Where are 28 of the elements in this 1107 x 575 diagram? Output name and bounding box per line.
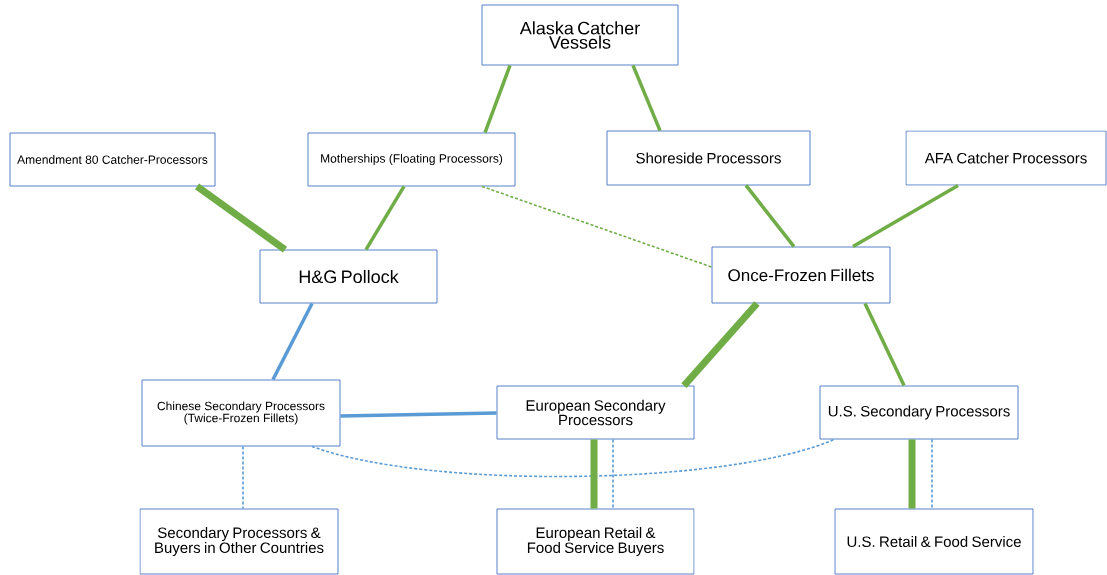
connector-line xyxy=(612,438,614,510)
process-box: European Secondary Processors xyxy=(496,385,695,440)
process-box: Motherships (Floating Processors) xyxy=(307,132,516,187)
process-box: U.S. Retail & Food Service xyxy=(834,508,1034,575)
process-box: European Retail & Food Service Buyers xyxy=(496,508,695,575)
process-box: AFA Catcher Processors xyxy=(905,130,1107,186)
connector-line xyxy=(311,438,835,478)
connector-line xyxy=(242,445,244,510)
process-box: U.S. Secondary Processors xyxy=(819,385,1019,440)
connector-line xyxy=(364,185,406,251)
process-box: Once-Frozen Fillets xyxy=(711,246,891,304)
connector-line xyxy=(481,185,713,268)
connector-line xyxy=(931,438,933,510)
connector-line xyxy=(852,183,959,249)
connector-line xyxy=(340,411,497,418)
process-box: Amendment 80 Catcher-Processors xyxy=(9,132,216,187)
connector-line xyxy=(744,184,796,248)
connector-line xyxy=(681,301,760,388)
process-box: Shoreside Processors xyxy=(606,130,811,186)
connector-line xyxy=(194,183,288,253)
process-box: Secondary Processors & Buyers in Other Countries xyxy=(139,508,339,575)
process-box: Alaska Catcher Vessels xyxy=(481,4,679,66)
connector-line xyxy=(631,64,662,132)
connector-line xyxy=(271,302,314,381)
process-box: H&G Pollock xyxy=(259,249,438,304)
process-box: Chinese Secondary Processors (Twice-Frozen Fillets) xyxy=(141,379,341,447)
connector-line xyxy=(863,302,906,387)
connector-line xyxy=(483,64,512,134)
